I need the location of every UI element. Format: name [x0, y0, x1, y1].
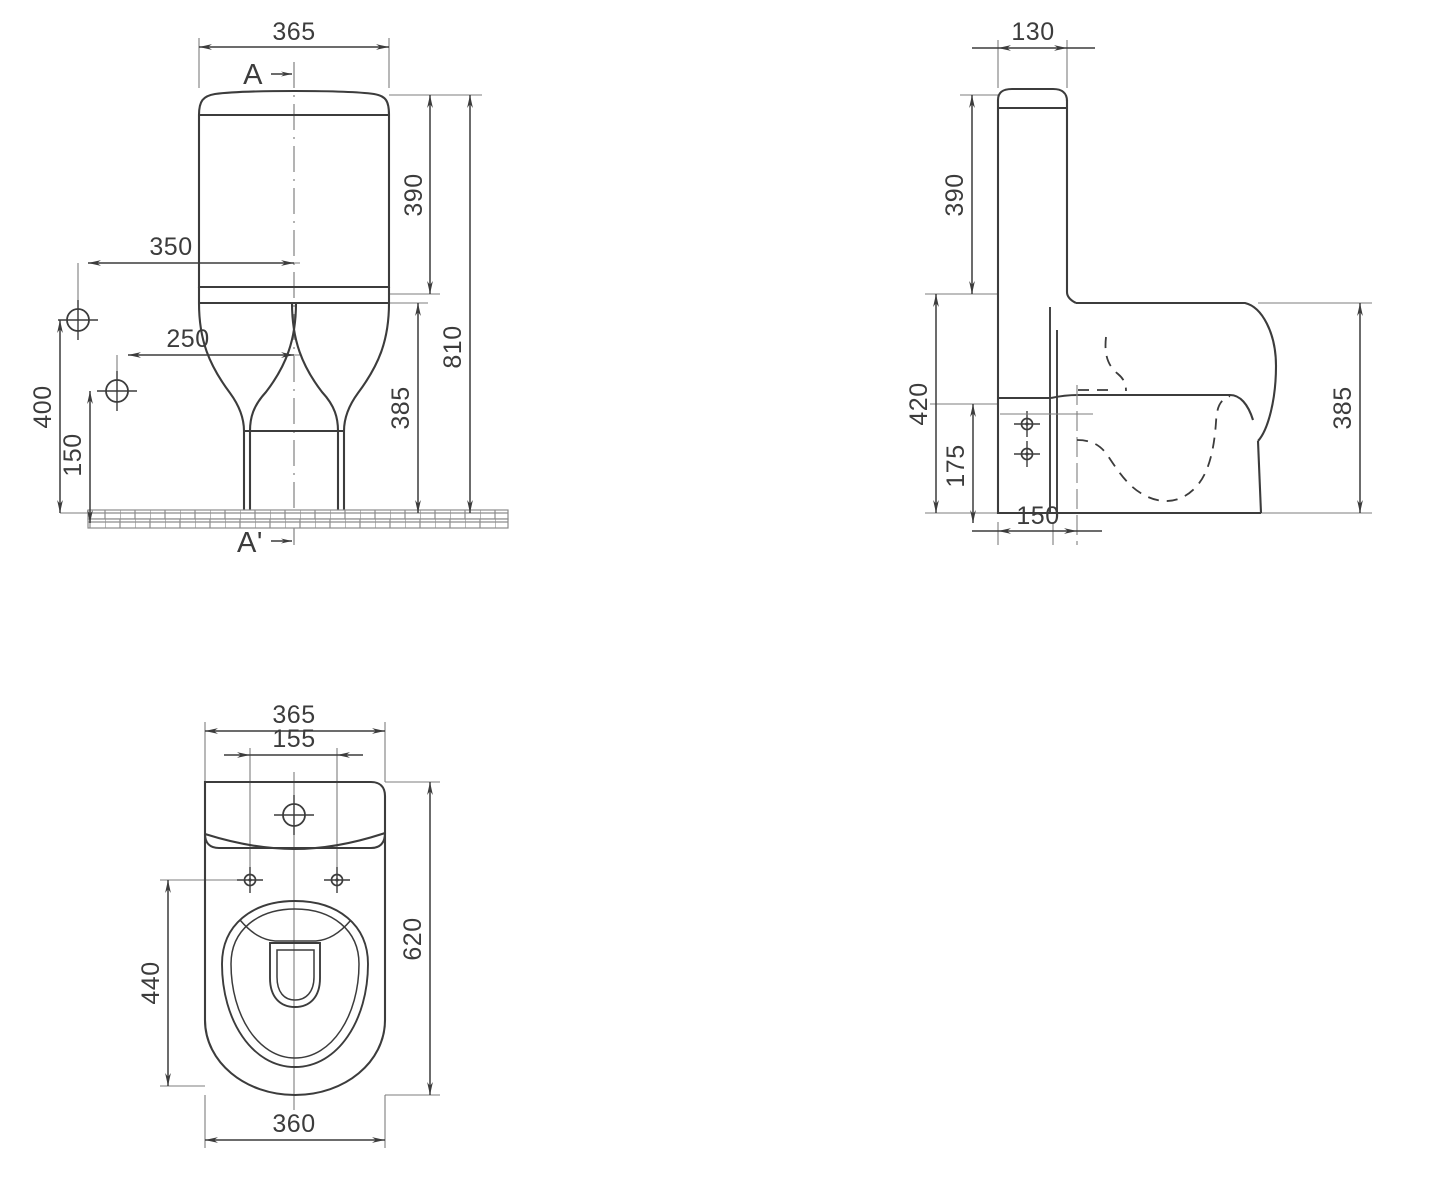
plan-seat-inner-outline: [230, 908, 360, 1059]
plan-cistern-front-edge: [204, 832, 386, 851]
dimension-front-upper-fixing: 400: [29, 320, 63, 513]
dim-label-150-side: 150: [1016, 502, 1059, 530]
dim-label-175-side: 175: [942, 444, 970, 487]
dim-label-390-front: 390: [400, 173, 428, 216]
dim-label-155-plan: 155: [272, 725, 315, 753]
dimension-front-bowl-height: 385: [387, 303, 421, 513]
dimension-front-fixing-offset: 250: [128, 325, 294, 358]
dim-label-390-side: 390: [941, 173, 969, 216]
section-mark-a-prime: A': [237, 527, 292, 559]
dimension-front-width: 365: [199, 18, 389, 50]
dimension-front-cistern-height: 390: [400, 95, 433, 294]
side-cistern-walls: [996, 100, 1069, 296]
plan-seat-cutout-inner: [276, 949, 315, 1001]
side-trap-upper-dashed: [1104, 336, 1127, 392]
side-cistern-lid-outline: [996, 87, 1069, 102]
dim-label-810-front: 810: [439, 325, 467, 368]
dimension-side-cistern-height: 390: [941, 95, 975, 294]
front-elevation-view: 365 A A' 390 810 385 350: [29, 18, 509, 559]
plan-seat-shoulder-line: [239, 919, 352, 942]
dim-label-385-side: 385: [1329, 386, 1357, 429]
dimension-front-lower-fixing: 150: [59, 391, 93, 523]
dim-label-400-front: 400: [29, 385, 57, 428]
dimension-plan-fixing-centres: 155: [224, 725, 363, 758]
dim-label-130-side: 130: [1011, 18, 1054, 46]
section-label-a: A: [243, 59, 263, 91]
floor-hatch: [87, 509, 509, 529]
dimension-side-cistern-depth: 130: [972, 18, 1095, 51]
dim-label-350-front: 350: [149, 233, 192, 261]
plan-pan-front-curve: [203, 1019, 387, 1097]
dim-label-620-plan: 620: [399, 917, 427, 960]
dimension-plan-bowl-width: 360: [205, 1110, 385, 1143]
side-trap-lower-dashed: [1076, 395, 1231, 502]
side-pan-base-outline: [996, 296, 1261, 515]
dimension-side-fixing-height: 175: [942, 404, 976, 523]
section-mark-a: A: [243, 59, 292, 91]
dimension-side-bowl-height: 385: [1329, 303, 1363, 513]
dim-label-440-plan: 440: [137, 961, 165, 1004]
dim-label-420-side: 420: [905, 382, 933, 425]
dim-label-360-plan: 360: [272, 1110, 315, 1138]
dimension-side-rim-height: 420: [905, 294, 939, 513]
dimension-plan-bowl-depth: 440: [137, 880, 171, 1086]
side-cistern-skirt: [1065, 291, 1077, 304]
cistern-lid-outline: [197, 89, 391, 116]
plan-seat-cutout-outer: [269, 942, 321, 1008]
plan-seat-outer-outline: [221, 900, 369, 1068]
dimension-side-outlet-offset: 150: [972, 502, 1102, 534]
dim-label-365-front: 365: [272, 18, 315, 46]
side-bowl-top-profile: [1076, 301, 1278, 442]
side-elevation-view: 130 390 420 175 150 385: [905, 18, 1372, 545]
dimension-front-total-height: 810: [439, 95, 473, 513]
dimension-plan-total-depth: 620: [399, 782, 433, 1095]
side-bowl-front-face: [1256, 440, 1263, 514]
dimension-front-inlet-offset: 350: [88, 233, 294, 266]
dimension-plan-cistern-width: 365: [205, 701, 385, 734]
dim-label-250-front: 250: [166, 325, 209, 353]
dim-label-150-front: 150: [59, 433, 87, 476]
plan-view: 365 155 620 440 360: [137, 701, 440, 1148]
dim-label-365-plan: 365: [272, 701, 315, 729]
plan-cistern-outline: [203, 780, 387, 850]
dim-label-385-front: 385: [387, 386, 415, 429]
section-label-a-prime: A': [237, 527, 263, 559]
side-pan-skirt-line: [1050, 393, 1255, 421]
